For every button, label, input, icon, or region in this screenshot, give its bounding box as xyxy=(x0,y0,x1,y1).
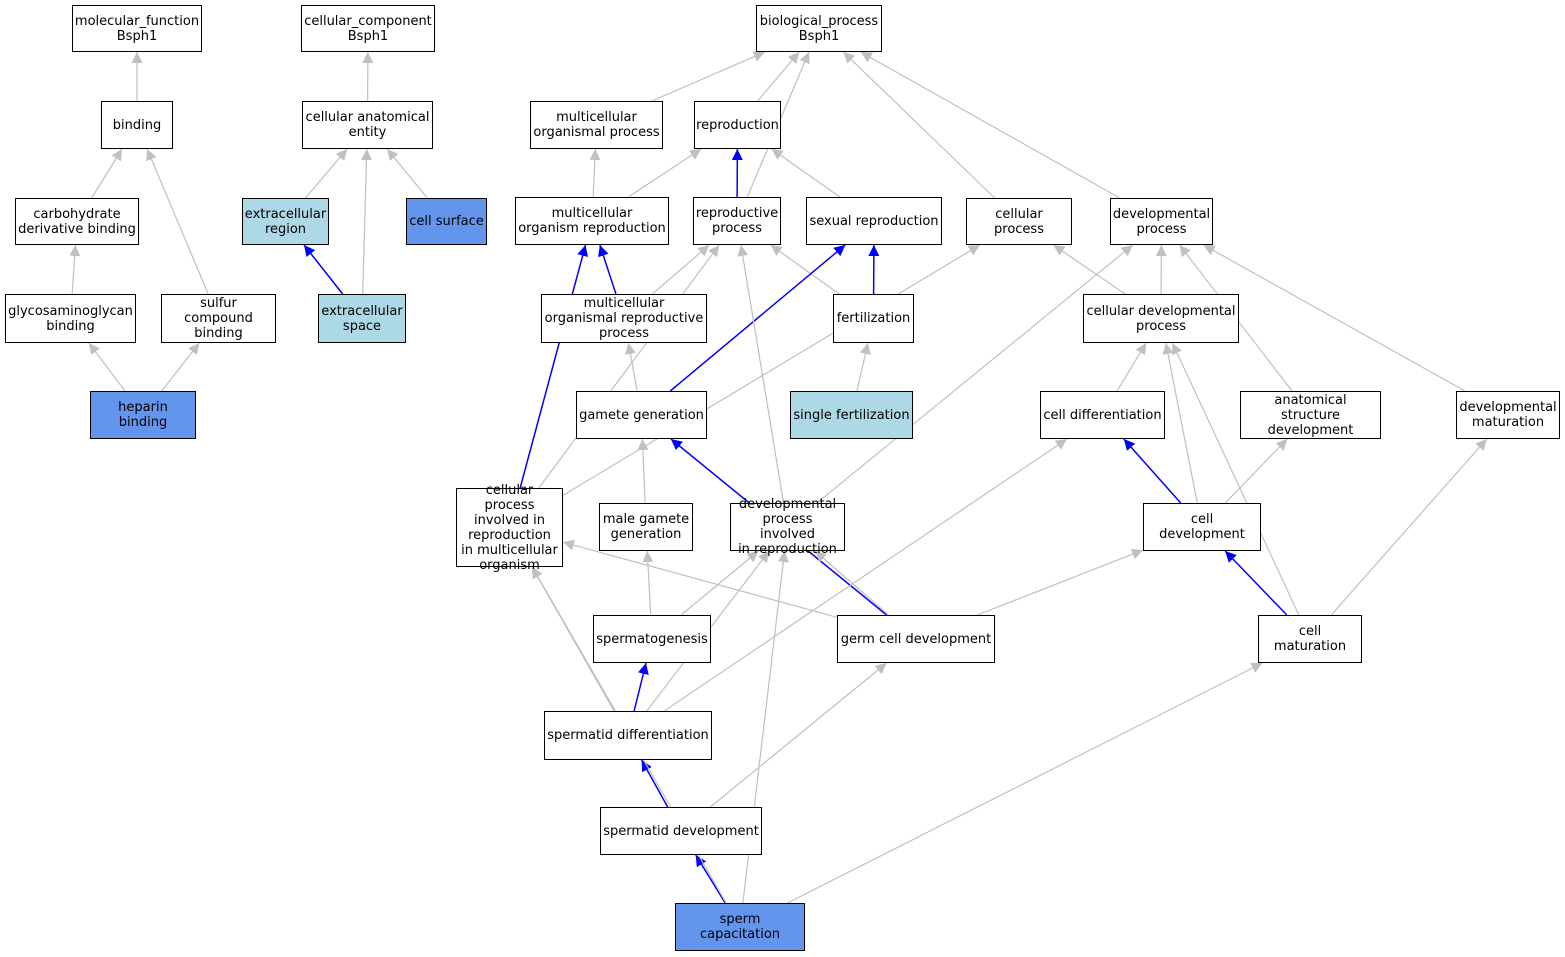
edge-ecs-to-cae xyxy=(361,148,373,295)
node-asd[interactable]: anatomical structure development xyxy=(1240,391,1381,439)
edge-gcd-to-cdev xyxy=(977,548,1144,616)
edge-sdev-to-gcd xyxy=(709,662,888,808)
node-mor[interactable]: multicellular organism reproduction xyxy=(515,197,669,245)
node-cs[interactable]: cell surface xyxy=(406,198,487,245)
edge-sdiff-to-cdiff xyxy=(663,438,1068,712)
edge-fert-to-rp xyxy=(770,244,840,295)
edge-mor-to-mop xyxy=(589,148,601,198)
node-sdiff[interactable]: spermatid differentiation xyxy=(544,711,712,760)
edge-cdev-to-cdp xyxy=(1162,342,1198,504)
node-ecs[interactable]: extracellular space xyxy=(318,294,406,343)
edge-sdev-to-sdiff xyxy=(640,759,669,808)
node-rp[interactable]: reproductive process xyxy=(693,197,781,245)
edge-cp-to-bp xyxy=(842,51,996,199)
edge-cdev-to-asd xyxy=(1224,438,1288,504)
edge-gg-to-sr xyxy=(669,244,846,392)
node-mgg[interactable]: male gamete generation xyxy=(599,503,693,551)
node-cdiff[interactable]: cell differentiation xyxy=(1040,391,1165,439)
node-dp[interactable]: developmental process xyxy=(1110,198,1213,245)
node-morp[interactable]: multicellular organismal reproductive pr… xyxy=(541,294,707,343)
edge-morp-to-mor xyxy=(598,244,617,295)
node-cm[interactable]: cell maturation xyxy=(1258,615,1362,663)
edge-dpir-to-dp xyxy=(816,244,1134,504)
node-cdp[interactable]: cellular developmental process xyxy=(1083,294,1239,343)
edge-repro-to-bp xyxy=(757,51,800,102)
node-gcd[interactable]: germ cell development xyxy=(837,615,995,663)
edge-cs-to-cae xyxy=(386,148,428,199)
node-bp[interactable]: biological_process Bsph1 xyxy=(756,5,882,52)
edge-sdiff-to-sg xyxy=(633,662,649,712)
edge-ecr-to-cae xyxy=(305,148,348,199)
node-dpir[interactable]: developmental process involved in reprod… xyxy=(730,497,845,557)
edge-mor-to-repro xyxy=(628,148,702,198)
edge-dp-to-bp xyxy=(860,51,1121,199)
edge-cm-to-cdp xyxy=(1171,342,1300,616)
edge-scap-to-sdev xyxy=(695,854,726,904)
edge-cpir-to-rp xyxy=(538,244,720,489)
edge-cpir-to-mor xyxy=(519,244,588,489)
edge-sg-to-mgg xyxy=(642,550,654,616)
node-cdb[interactable]: carbohydrate derivative binding xyxy=(15,198,139,245)
edge-dm-to-dp xyxy=(1203,244,1466,392)
edge-dpir-to-rp xyxy=(737,244,785,504)
edge-ecs-to-ecr xyxy=(303,244,344,295)
node-cpir[interactable]: cellular process involved in reproductio… xyxy=(456,483,563,573)
node-fert[interactable]: fertilization xyxy=(833,294,914,343)
edge-sr-to-repro xyxy=(771,148,841,198)
node-scb[interactable]: sulfur compound binding xyxy=(161,294,276,343)
node-ecr[interactable]: extracellular region xyxy=(242,198,329,245)
edge-sg-to-dpir xyxy=(680,550,759,616)
node-gg[interactable]: gamete generation xyxy=(576,391,707,439)
node-cc[interactable]: cellular_component Bsph1 xyxy=(301,5,435,52)
edge-gcd-to-cpir xyxy=(562,539,838,618)
edge-mgg-to-gg xyxy=(637,438,649,504)
edge-scap-to-cm xyxy=(787,662,1263,904)
edge-mop-to-bp xyxy=(651,51,766,102)
node-repro[interactable]: reproduction xyxy=(694,101,781,149)
node-cae[interactable]: cellular anatomical entity xyxy=(302,101,433,149)
edge-gagb-to-cdb xyxy=(69,244,81,295)
node-sf[interactable]: single fertilization xyxy=(790,391,913,439)
node-dm[interactable]: developmental maturation xyxy=(1456,391,1560,439)
edge-cdev-to-cdiff xyxy=(1123,438,1182,504)
node-sdev[interactable]: spermatid development xyxy=(600,807,762,855)
edge-cdb-to-bind xyxy=(91,148,123,199)
edge-cdiff-to-cdp xyxy=(1116,342,1147,392)
node-mop[interactable]: multicellular organismal process xyxy=(530,101,663,149)
node-cp[interactable]: cellular process xyxy=(966,198,1072,245)
node-cdev[interactable]: cell development xyxy=(1143,503,1261,551)
node-bind[interactable]: binding xyxy=(101,101,173,149)
edge-cm-to-dm xyxy=(1330,438,1488,616)
edge-gcd-to-dpir xyxy=(814,550,889,616)
node-scap[interactable]: sperm capacitation xyxy=(675,903,805,951)
edge-cpir-to-cp xyxy=(562,244,981,496)
edge-sf-to-fert xyxy=(856,342,871,392)
node-sg[interactable]: spermatogenesis xyxy=(593,615,711,663)
node-sr[interactable]: sexual reproduction xyxy=(806,197,942,245)
edge-hb-to-scb xyxy=(161,342,200,392)
edge-gg-to-morp xyxy=(624,342,638,392)
edge-scb-to-bind xyxy=(146,148,209,295)
edge-hb-to-gagb xyxy=(88,342,126,392)
node-hb[interactable]: heparin binding xyxy=(90,391,196,439)
node-mf[interactable]: molecular_function Bsph1 xyxy=(72,5,202,52)
edge-cm-to-cdev xyxy=(1224,550,1288,616)
edge-cdp-to-cp xyxy=(1053,244,1126,295)
node-gagb[interactable]: glycosaminoglycan binding xyxy=(5,294,136,343)
edge-morp-to-rp xyxy=(652,244,710,295)
